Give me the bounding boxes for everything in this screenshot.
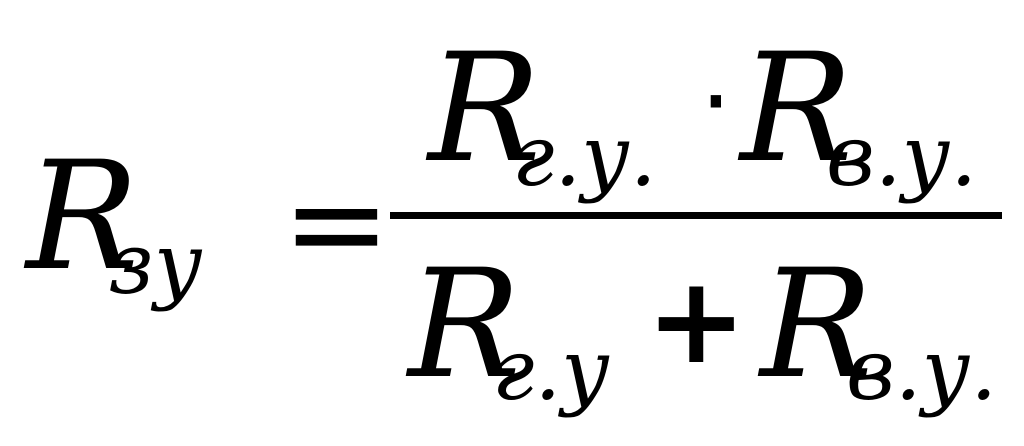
fraction-bar bbox=[390, 212, 1002, 219]
denominator-term1-subscript: г.у bbox=[492, 321, 610, 419]
denominator-term2-subscript: в.у. bbox=[846, 321, 998, 419]
denominator-term1-symbol: R bbox=[408, 238, 521, 412]
denominator-term2-symbol: R bbox=[760, 238, 873, 412]
numerator-term2-subscript: в.у. bbox=[826, 107, 978, 205]
numerator-operator: · bbox=[700, 43, 732, 160]
lhs-subscript: зу bbox=[108, 215, 203, 313]
numerator-term1-subscript: г.у. bbox=[512, 107, 657, 205]
lhs-symbol: R bbox=[26, 130, 139, 304]
equals-sign: = bbox=[282, 147, 391, 299]
numerator-term1-symbol: R bbox=[428, 22, 541, 196]
denominator-operator: + bbox=[646, 252, 747, 391]
numerator-term2-symbol: R bbox=[740, 22, 853, 196]
